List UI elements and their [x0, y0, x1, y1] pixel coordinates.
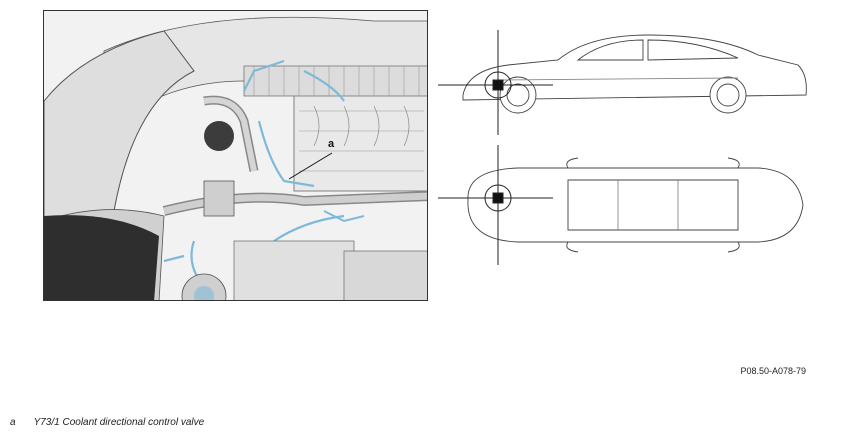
engine-bay-illustration [43, 10, 428, 301]
vehicle-locator-drawing [438, 30, 807, 265]
engine-bay-drawing [44, 11, 427, 300]
legend-text: Y73/1 Coolant directional control valve [33, 417, 205, 428]
car-side-view [462, 34, 807, 114]
locator-crosshair-side [438, 30, 553, 135]
car-top-view [467, 157, 804, 253]
locator-crosshair-top [438, 145, 553, 265]
vehicle-locator [438, 30, 820, 300]
legend: a Y73/1 Coolant directional control valv… [10, 417, 204, 428]
legend-key: a [10, 417, 16, 428]
callout-label: a [328, 138, 335, 150]
figure-reference-code: P08.50-A078-79 [740, 366, 806, 376]
